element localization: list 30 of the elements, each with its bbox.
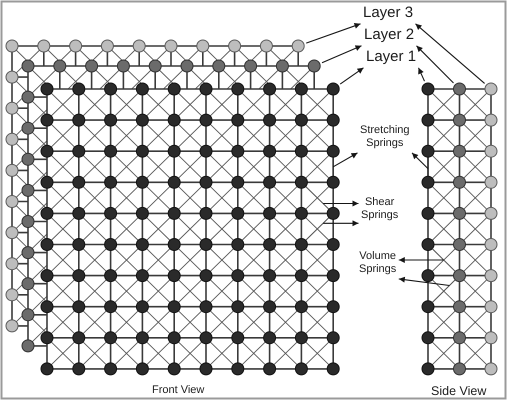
callout-label: Stretching Springs xyxy=(360,124,410,150)
view-caption: Front View xyxy=(152,384,204,397)
spring-line xyxy=(305,217,330,241)
arrow xyxy=(398,276,450,286)
callout-label: Shear Springs xyxy=(361,196,398,222)
spring-line xyxy=(427,158,429,176)
spring-line xyxy=(305,186,330,210)
view-caption: Side View xyxy=(431,384,486,398)
arrow xyxy=(412,152,428,169)
arrow xyxy=(416,45,454,84)
mass-spring-grid-drawing xyxy=(40,82,340,376)
arrow xyxy=(332,152,358,168)
callout-label: Layer 3 xyxy=(363,4,414,22)
arrow xyxy=(340,67,364,85)
spring-line xyxy=(332,158,334,176)
arrow xyxy=(415,23,485,84)
arrow xyxy=(418,68,425,82)
callout-label: Volume Springs xyxy=(359,250,396,276)
arrow xyxy=(398,257,444,263)
arrow xyxy=(323,220,358,226)
mass-column-drawing xyxy=(484,82,498,376)
arrow xyxy=(306,22,361,44)
mass-column-drawing xyxy=(453,82,466,376)
arrow xyxy=(323,200,358,206)
callout-label: Layer 1 xyxy=(366,48,416,66)
spring-line xyxy=(432,248,456,272)
callout-label: Layer 2 xyxy=(364,26,414,44)
mass-column-drawing xyxy=(422,82,434,376)
arrow xyxy=(322,45,362,64)
spring-line xyxy=(432,279,456,303)
